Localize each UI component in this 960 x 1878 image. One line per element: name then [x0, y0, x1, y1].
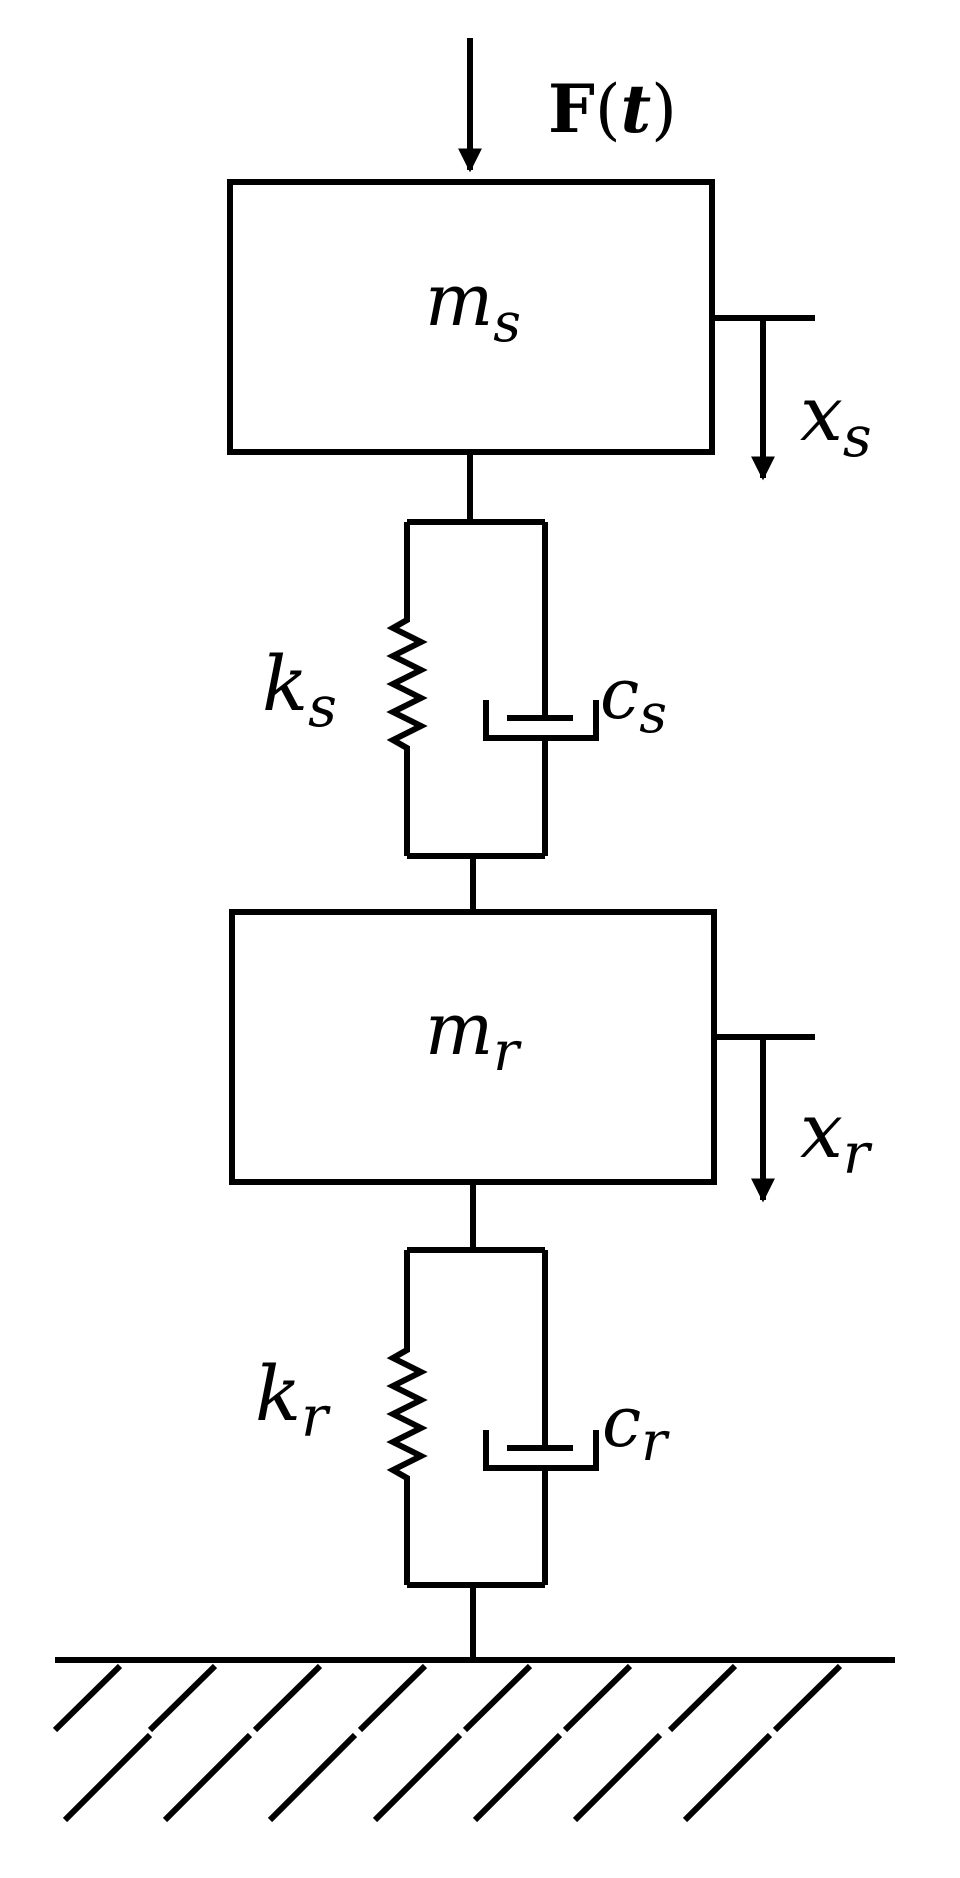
- ground-hatch-line: [52, 1663, 123, 1733]
- suspension-spring-label: ks: [262, 639, 337, 740]
- suspension-spring: [386, 522, 428, 856]
- ground-hatch-line: [572, 1732, 663, 1823]
- sprung-mass-base: m: [425, 258, 493, 342]
- suspension-spring-base: k: [262, 639, 308, 728]
- sprung-displacement-sub: s: [843, 405, 872, 470]
- ground-hatch-line: [472, 1732, 563, 1823]
- road-spring-sub: r: [301, 1385, 331, 1450]
- sprung-displacement-base: x: [800, 369, 843, 458]
- unsprung-displacement-label: xr: [800, 1086, 873, 1187]
- ground-hatch-line: [667, 1663, 738, 1733]
- ground-hatch-line: [562, 1663, 633, 1733]
- road-damper-sub: r: [641, 1410, 670, 1473]
- road-spring-base: k: [255, 1349, 301, 1438]
- ground-hatch-line: [267, 1732, 358, 1823]
- suspension-spring-sub: s: [308, 675, 337, 740]
- road-spring: [386, 1250, 428, 1585]
- force-time-var: t: [621, 70, 652, 148]
- ground-hatch-line: [682, 1732, 773, 1823]
- road-damper-label: cr: [602, 1381, 670, 1473]
- ground-hatch-line: [147, 1663, 218, 1733]
- sprung-displacement-label: xs: [800, 369, 872, 470]
- ground-hatching: [52, 1663, 843, 1823]
- unsprung-mass-sub: r: [493, 1020, 522, 1083]
- ground-hatch-line: [372, 1732, 463, 1823]
- unsprung-mass-base: m: [425, 987, 493, 1071]
- force-open-paren: (: [595, 71, 621, 148]
- road-damper-cylinder: [483, 1430, 599, 1471]
- suspension-damper-cylinder: [483, 700, 599, 741]
- unsprung-displacement-base: x: [800, 1086, 843, 1175]
- ground-hatch-line: [252, 1663, 323, 1733]
- unsprung-mass-label: mr: [425, 987, 522, 1083]
- sprung-mass-sub: s: [493, 291, 521, 354]
- ground-hatch-line: [772, 1663, 843, 1733]
- force-symbol: F: [548, 70, 595, 148]
- suspension-damper-sub: s: [639, 682, 667, 745]
- road-damper-base: c: [602, 1381, 641, 1463]
- ground-hatch-line: [357, 1663, 428, 1733]
- sprung-mass-label: ms: [425, 258, 521, 354]
- force-close-paren: ): [651, 71, 677, 148]
- suspension-damper-label: cs: [600, 653, 667, 745]
- suspension-damper-base: c: [600, 653, 639, 735]
- ground-hatch-line: [62, 1732, 153, 1823]
- ground-hatch-line: [162, 1732, 253, 1823]
- road-spring-label: kr: [255, 1349, 331, 1450]
- unsprung-displacement-sub: r: [843, 1122, 873, 1187]
- ground-hatch-line: [462, 1663, 533, 1733]
- force-label: F(t): [548, 70, 677, 148]
